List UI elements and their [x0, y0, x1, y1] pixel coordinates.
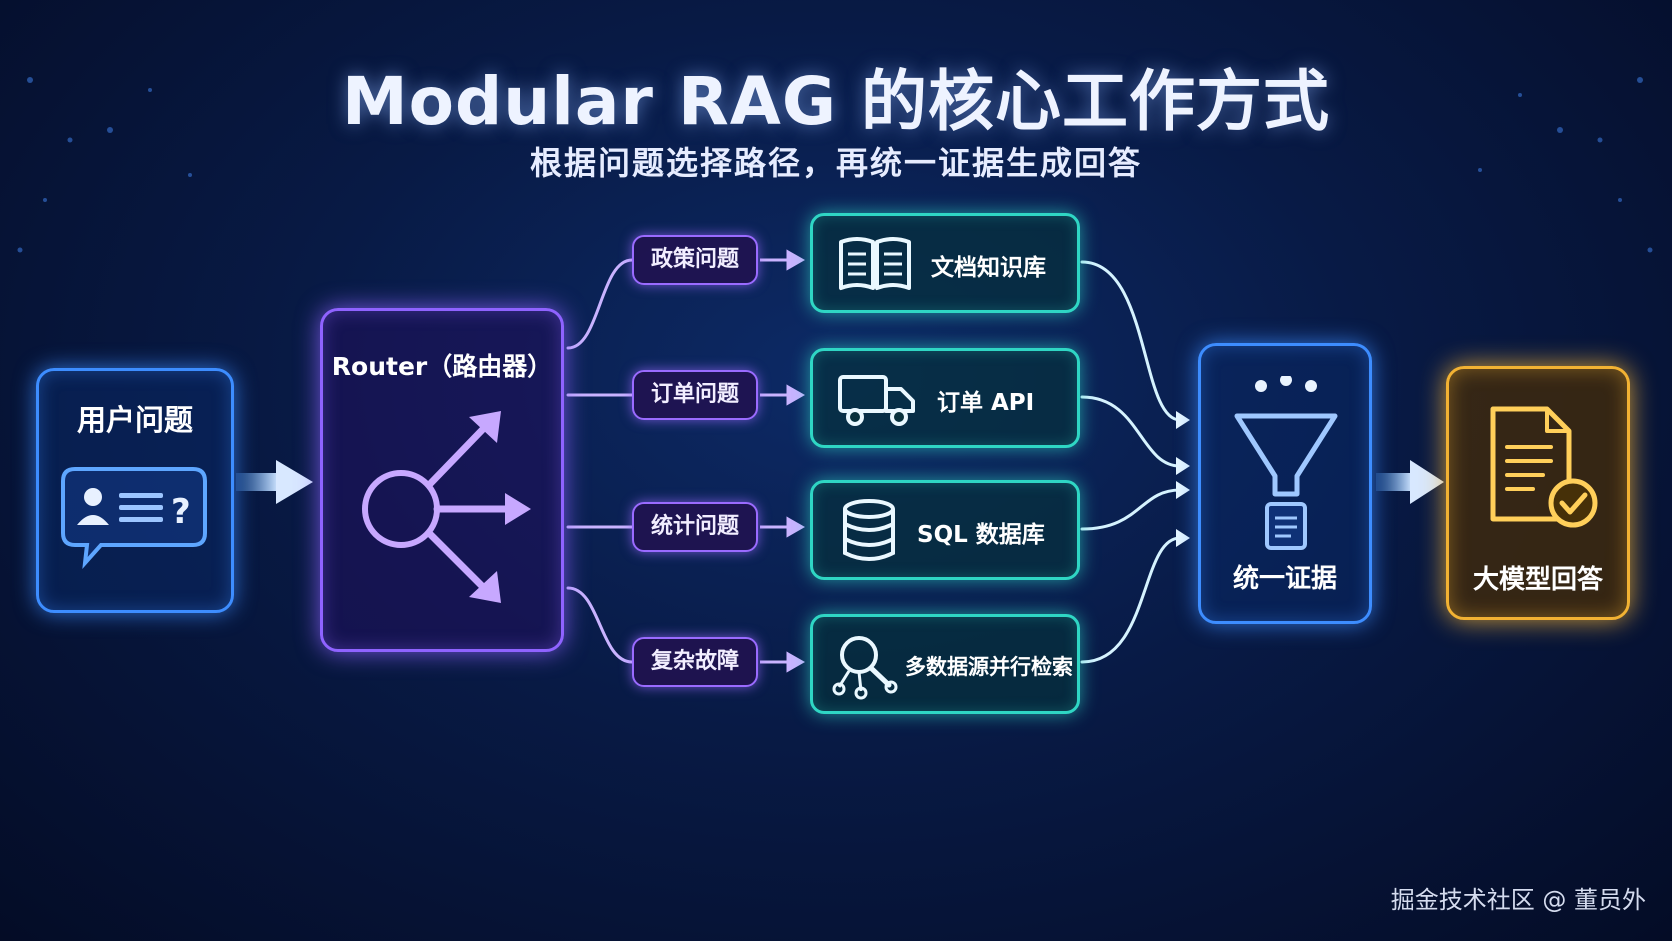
truck-icon: [838, 375, 915, 426]
source-order-api-label: 订单 API: [937, 390, 1035, 416]
route-tag-stats: 统计问题: [632, 502, 758, 552]
router-label: Router（路由器）: [331, 352, 553, 381]
route-tag-order: 订单问题: [632, 370, 758, 420]
chat-question-icon: ?: [61, 467, 207, 570]
llm-answer-node: 大模型回答: [1446, 366, 1630, 620]
search-network-icon: [832, 636, 898, 700]
source-sql-label: SQL 数据库: [917, 522, 1045, 548]
book-icon: [839, 237, 911, 290]
funnel-icon: [1234, 376, 1338, 550]
arrow-user-to-router: [236, 460, 313, 504]
route-tag-policy: 政策问题: [632, 235, 758, 285]
unify-evidence-node: 统一证据: [1198, 343, 1372, 624]
unify-evidence-label: 统一证据: [1232, 564, 1337, 594]
source-multi-node: 多数据源并行检索: [810, 614, 1080, 714]
source-docs-label: 文档知识库: [931, 255, 1046, 281]
source-order-api-node: 订单 API: [810, 348, 1080, 448]
source-multi-label: 多数据源并行检索: [905, 655, 1073, 679]
llm-answer-label: 大模型回答: [1472, 565, 1603, 595]
user-question-node: 用户问题 ?: [36, 368, 234, 613]
page-title: Modular RAG 的核心工作方式: [342, 63, 1330, 140]
arrow-unify-to-answer: [1376, 460, 1444, 504]
watermark: 掘金技术社区 @ 董员外: [1390, 886, 1646, 914]
svg-text:?: ?: [171, 492, 191, 532]
page-subtitle: 根据问题选择路径，再统一证据生成回答: [529, 144, 1142, 182]
router-branch-icon: [362, 411, 531, 603]
route-tag-complex: 复杂故障: [632, 637, 758, 687]
router-node: Router（路由器）: [320, 308, 564, 652]
database-icon: [843, 499, 895, 561]
source-sql-node: SQL 数据库: [810, 480, 1080, 580]
user-question-label: 用户问题: [76, 403, 193, 437]
source-docs-node: 文档知识库: [810, 213, 1080, 313]
document-check-icon: [1490, 406, 1598, 528]
